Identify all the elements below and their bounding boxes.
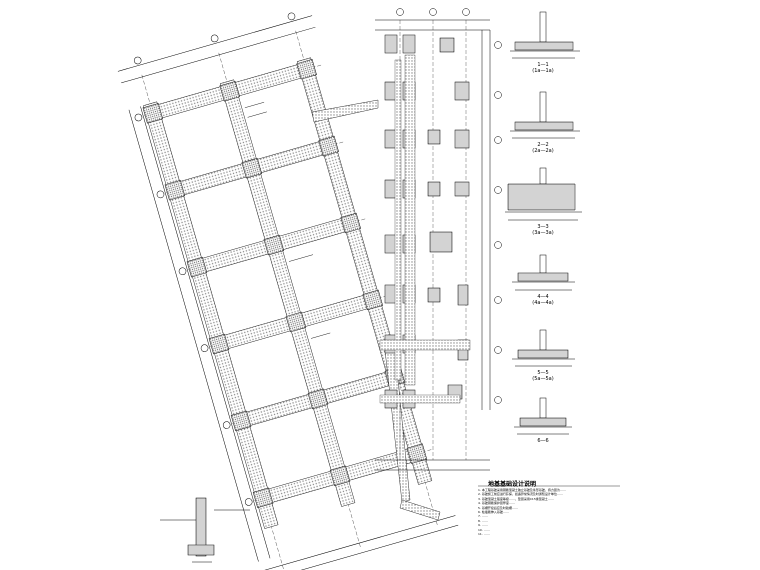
section-title-1-1: 1—1(1a—1a) xyxy=(532,62,554,74)
section-title-6-6: 6—6 xyxy=(537,438,549,444)
section-3-3 xyxy=(505,167,582,221)
note-line: 4. 基础钢筋保护层厚度…… xyxy=(478,501,515,506)
section-4-4 xyxy=(512,329,575,367)
wall-footing-detail xyxy=(160,497,250,563)
rotated-foundation-plan xyxy=(117,12,459,570)
section-title-3-3: 3—3(3a—3a) xyxy=(532,224,554,236)
note-line: 8. …… xyxy=(478,518,488,523)
design-notes: 1. 本工程基础采用钢筋混凝土独立基础及条形基础，持力层为…… 2. 基础施工前… xyxy=(478,488,628,536)
note-line: 1. 本工程基础采用钢筋混凝土独立基础及条形基础，持力层为…… xyxy=(478,488,566,492)
section-title-4-4: 4—4(4a—4a) xyxy=(532,294,554,306)
note-line: 10. …… xyxy=(478,527,490,532)
note-line: 3. 基础混凝土强度等级……，垫层采用C15素混凝土…… xyxy=(478,496,554,501)
note-line: 6. 柱插筋伸入基础…… xyxy=(478,510,509,515)
note-line: 11. …… xyxy=(478,532,490,537)
note-line: 2. 基础施工前应进行钎探，如遇异常情况及时通知设计单位…… xyxy=(478,492,563,497)
note-line: 7. …… xyxy=(478,514,488,519)
note-line: 5. 基槽开挖后应及时验槽…… xyxy=(478,505,518,510)
notes-title: 地基基础设计说明 xyxy=(488,481,537,488)
section-5-5 xyxy=(514,397,572,435)
column-pads xyxy=(379,34,471,409)
note-line: 9. …… xyxy=(478,523,488,528)
section-2-2 xyxy=(510,91,580,139)
connecting-footing xyxy=(311,99,379,123)
section-3a xyxy=(512,254,575,291)
section-1-1 xyxy=(510,11,580,59)
section-title-2-2: 2—2(2a—2a) xyxy=(532,142,554,154)
section-details xyxy=(505,11,582,435)
section-title-5-5: 5—5(5a—5a) xyxy=(532,370,554,382)
